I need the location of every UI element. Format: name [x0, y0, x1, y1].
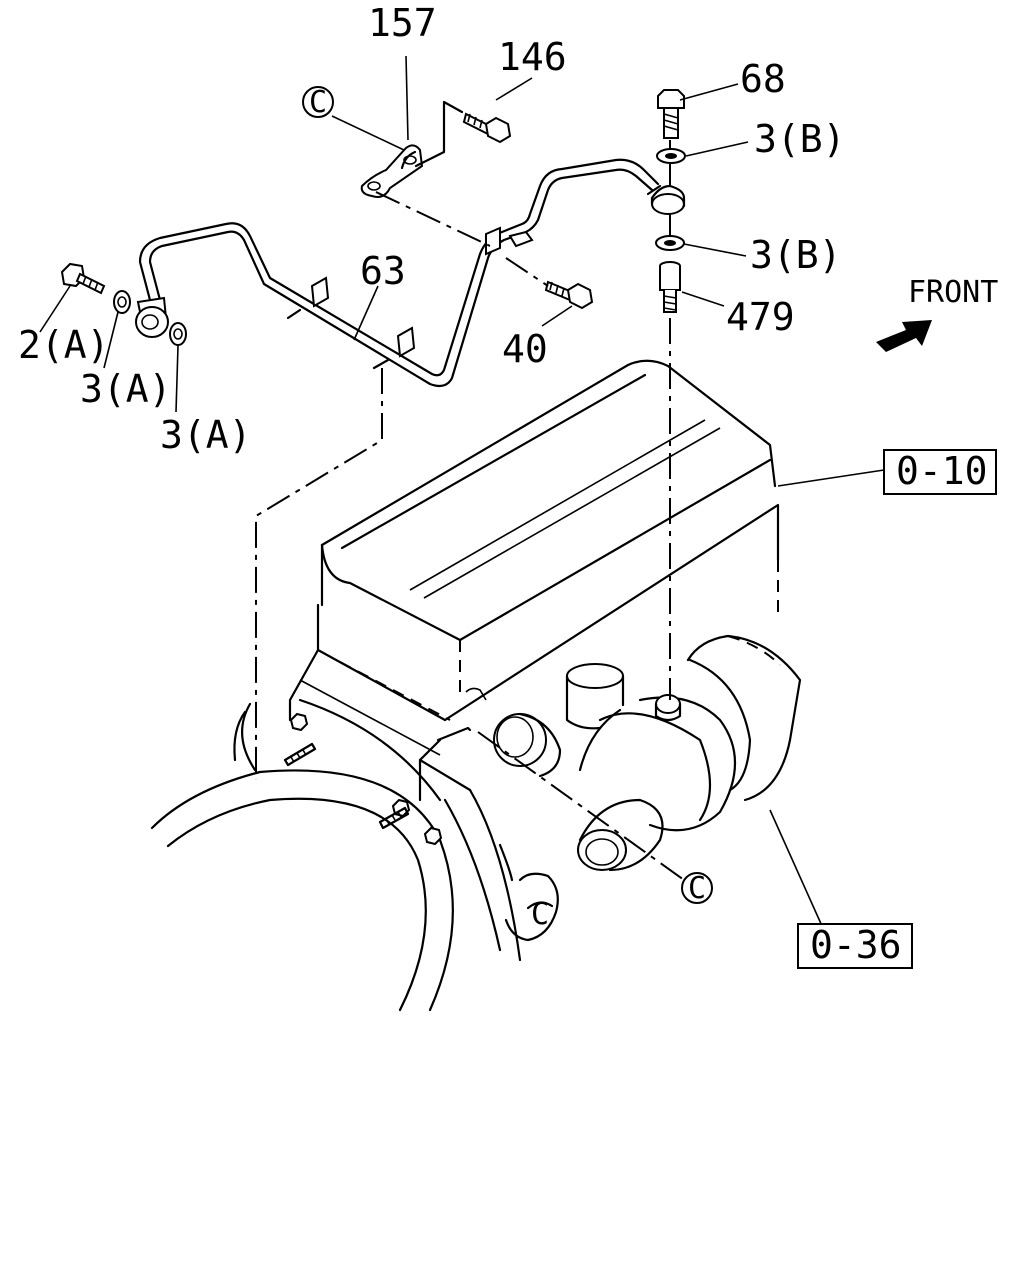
label-40: 40: [502, 327, 548, 371]
label-63: 63: [360, 249, 406, 293]
connector-479: [659, 261, 681, 313]
label-3a-right: 3(A): [160, 413, 252, 457]
leader-lines: [39, 55, 885, 927]
label-3b-top: 3(B): [754, 117, 846, 161]
svg-text:C: C: [688, 871, 706, 906]
bracket-157: [360, 144, 424, 198]
bolt-40: [544, 280, 594, 310]
label-front: FRONT: [908, 275, 998, 310]
label-3a-left: 3(A): [80, 367, 172, 411]
svg-text:C: C: [309, 85, 327, 120]
ref-box-0-36: [797, 923, 913, 969]
svg-text:C: C: [531, 897, 549, 932]
bolt-146: [462, 112, 512, 144]
bolt-2a: [60, 262, 106, 295]
label-2a: 2(A): [18, 323, 110, 367]
washer-3a-right: [169, 322, 187, 346]
label-ref-0-10: 0-10: [896, 449, 988, 493]
engine-assembly: [150, 359, 802, 1012]
circle-c-marker-bottom: C: [681, 871, 713, 906]
washer-3b-top: [656, 148, 686, 164]
label-157: 157: [368, 1, 437, 45]
circle-c-marker-engine: C: [531, 897, 549, 932]
label-68: 68: [740, 57, 786, 101]
label-ref-0-36: 0-36: [810, 923, 902, 967]
label-479: 479: [726, 295, 795, 339]
label-3b-bottom: 3(B): [750, 233, 842, 277]
bolt-68: [657, 89, 685, 139]
housing-studs: [283, 712, 443, 846]
front-arrow-icon: [876, 320, 932, 352]
center-lines: [255, 100, 685, 881]
ref-box-0-10: [883, 449, 997, 495]
washer-3b-bottom: [655, 235, 685, 251]
turbocharger: [493, 634, 802, 872]
circle-c-marker-top: C: [302, 85, 334, 120]
label-146: 146: [498, 35, 567, 79]
washer-3a-left: [113, 290, 131, 314]
oil-pipe-63: [135, 158, 686, 388]
